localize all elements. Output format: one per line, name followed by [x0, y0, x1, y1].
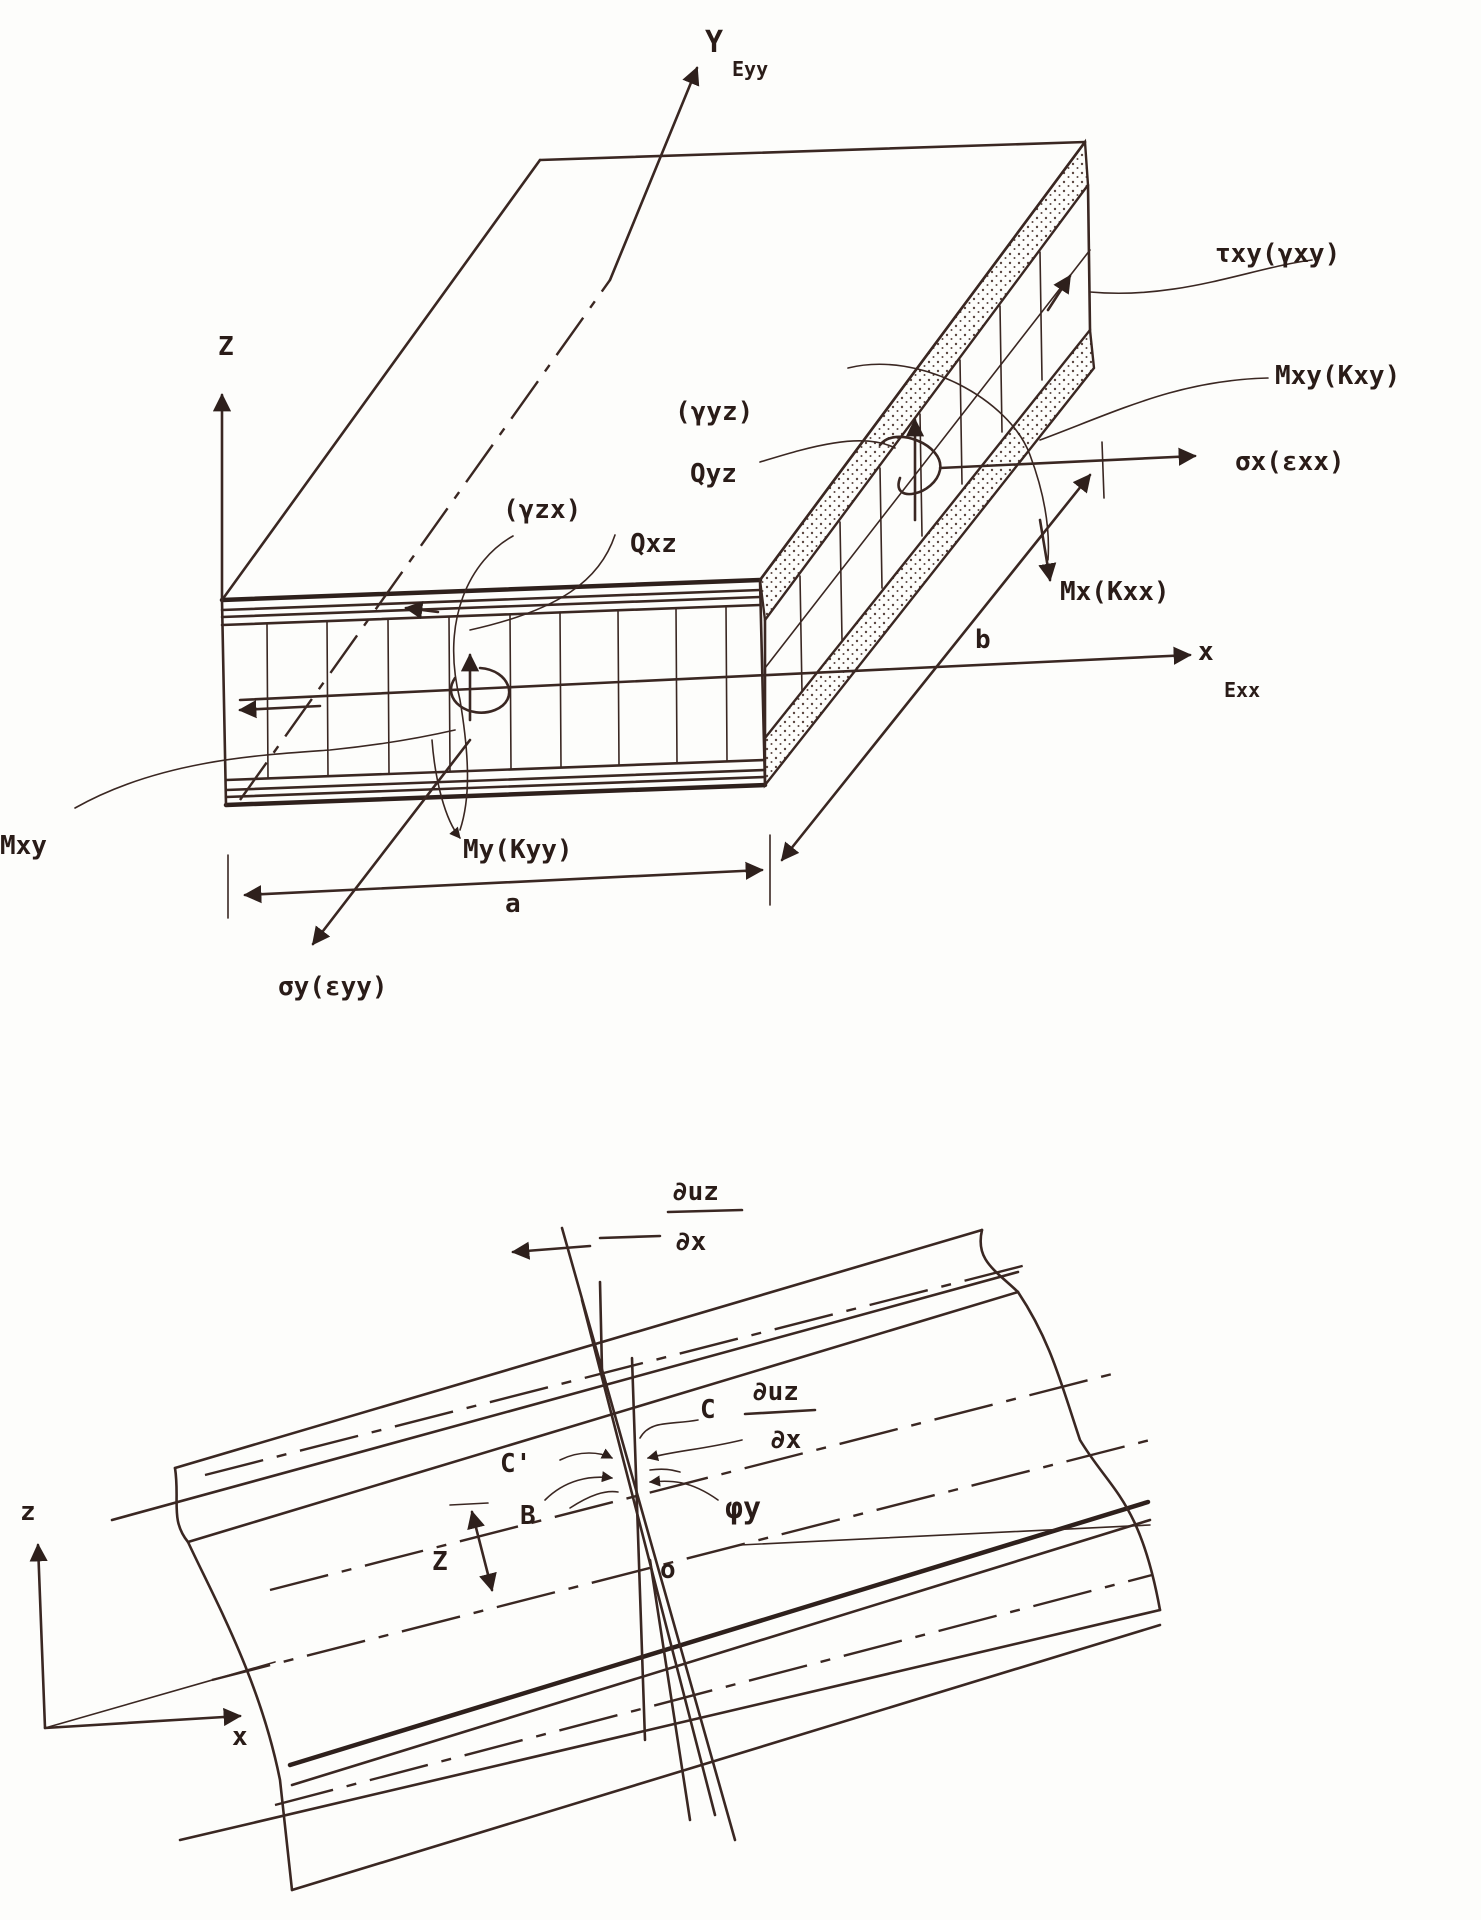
dudx-side-denominator: ∂x [770, 1425, 801, 1455]
tau-xy-label: τxy(γxy) [1215, 239, 1340, 269]
gamma-zx-label: (γzx) [503, 495, 581, 525]
my-kyy-label: My(Kyy) [463, 835, 573, 865]
mxy-kxy-label: Mxy(Kxy) [1275, 361, 1400, 391]
qyz-label: Qyz [690, 459, 737, 489]
axis-z-label: Z [218, 332, 234, 362]
axis-x-label: x [1198, 637, 1214, 667]
axis-y-label: Y [705, 25, 723, 60]
beam-outline [110, 1228, 1162, 1892]
origin-o-label: o [660, 1555, 676, 1585]
z-distance-label: Z [432, 1547, 448, 1577]
plate-front-face [219, 577, 768, 808]
beam-z-axis-label: z [20, 1497, 36, 1527]
point-c-label: C [700, 1395, 716, 1425]
phi-y-label: φy [725, 1491, 761, 1526]
axis-x-sub-label: Exx [1224, 678, 1260, 702]
dudx-side-numerator: ∂uz [752, 1377, 799, 1407]
sigma-y-label: σy(εyy) [278, 972, 388, 1002]
beam-figure: ∂uz ∂x C ∂uz ∂x C' B φy o Z z x [20, 1177, 1162, 1892]
mxy-left-label: Mxy [0, 831, 47, 861]
dimension-a-label: a [505, 889, 521, 919]
beam-x-axis-label: x [232, 1722, 248, 1752]
sigma-x-label: σx(εxx) [1235, 447, 1345, 477]
dudx-top-numerator: ∂uz [672, 1177, 719, 1207]
dimension-b-label: b [975, 625, 991, 655]
point-b-label: B [520, 1501, 536, 1531]
axis-y-sub-label: Eyy [732, 57, 768, 81]
plate-figure: Y Eyy Z x Exx τxy(γxy) Mxy(Kxy) (γyz) Qy… [0, 25, 1400, 1002]
dudx-top-denominator: ∂x [675, 1227, 706, 1257]
gamma-yz-label: (γyz) [675, 397, 753, 427]
qxz-label: Qxz [630, 529, 677, 559]
point-c-prime-label: C' [500, 1449, 531, 1479]
mx-kxx-label: Mx(Kxx) [1060, 577, 1170, 607]
